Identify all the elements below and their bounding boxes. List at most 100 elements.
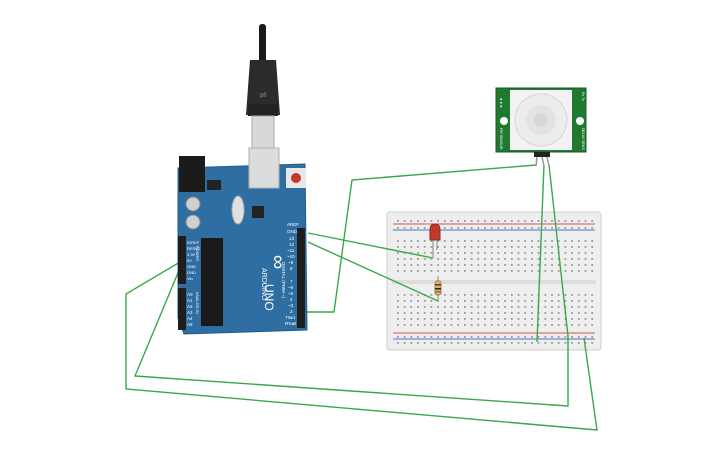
breadboard-hole[interactable] [551,220,553,222]
breadboard-hole[interactable] [477,270,480,272]
breadboard-hole[interactable] [430,270,433,272]
breadboard-hole[interactable] [464,336,466,338]
breadboard-hole[interactable] [497,300,500,302]
breadboard-hole[interactable] [551,240,553,242]
breadboard-hole[interactable] [510,336,513,338]
breadboard-hole[interactable] [564,270,567,272]
breadboard-hole[interactable] [450,240,453,242]
breadboard-hole[interactable] [557,324,560,326]
breadboard-hole[interactable] [457,258,460,260]
breadboard-hole[interactable] [470,318,473,320]
breadboard-hole[interactable] [577,300,580,302]
breadboard-hole[interactable] [557,264,560,266]
breadboard-hole[interactable] [504,306,506,308]
breadboard-hole[interactable] [450,294,453,296]
breadboard-hole[interactable] [430,264,433,266]
breadboard-hole[interactable] [410,240,413,242]
breadboard-hole[interactable] [531,246,533,248]
breadboard-hole[interactable] [464,270,466,272]
breadboard-hole[interactable] [437,336,439,338]
breadboard-hole[interactable] [443,324,446,326]
breadboard-hole[interactable] [591,306,594,308]
breadboard-hole[interactable] [517,342,520,344]
breadboard-hole[interactable] [410,270,413,272]
breadboard-hole[interactable] [524,300,527,302]
breadboard-hole[interactable] [497,318,500,320]
breadboard-hole[interactable] [470,240,473,242]
breadboard-hole[interactable] [510,246,513,248]
breadboard-hole[interactable] [397,336,399,338]
breadboard-hole[interactable] [564,252,567,254]
breadboard-hole[interactable] [430,294,433,296]
breadboard-hole[interactable] [504,270,506,272]
breadboard-hole[interactable] [517,220,520,222]
breadboard-hole[interactable] [584,300,587,302]
breadboard-hole[interactable] [551,336,553,338]
breadboard-hole[interactable] [403,246,406,248]
breadboard-hole[interactable] [484,336,486,338]
breadboard-hole[interactable] [457,306,460,308]
breadboard-hole[interactable] [437,270,439,272]
breadboard-hole[interactable] [591,312,594,314]
breadboard-hole[interactable] [571,220,573,222]
breadboard-hole[interactable] [551,270,553,272]
breadboard-hole[interactable] [497,324,500,326]
breadboard-hole[interactable] [464,246,466,248]
breadboard-hole[interactable] [443,312,446,314]
breadboard-hole[interactable] [497,258,500,260]
breadboard-hole[interactable] [477,264,480,266]
breadboard-hole[interactable] [397,306,399,308]
breadboard-hole[interactable] [571,294,573,296]
breadboard-hole[interactable] [397,342,399,344]
breadboard-hole[interactable] [470,258,473,260]
breadboard-hole[interactable] [430,220,433,222]
breadboard-hole[interactable] [524,240,527,242]
breadboard-hole[interactable] [443,227,446,229]
breadboard-hole[interactable] [531,227,533,229]
breadboard-hole[interactable] [470,252,473,254]
breadboard-hole[interactable] [510,220,513,222]
breadboard-hole[interactable] [450,227,453,229]
breadboard-hole[interactable] [551,300,553,302]
breadboard-hole[interactable] [457,312,460,314]
breadboard-hole[interactable] [423,258,426,260]
breadboard-hole[interactable] [397,294,399,296]
breadboard-hole[interactable] [470,306,473,308]
breadboard-hole[interactable] [571,306,573,308]
breadboard-hole[interactable] [544,324,547,326]
breadboard-hole[interactable] [430,318,433,320]
breadboard-hole[interactable] [430,258,433,260]
breadboard-hole[interactable] [470,220,473,222]
breadboard-hole[interactable] [484,324,486,326]
breadboard-hole[interactable] [484,240,486,242]
breadboard-hole[interactable] [417,252,419,254]
breadboard-hole[interactable] [423,270,426,272]
breadboard-hole[interactable] [457,300,460,302]
breadboard-hole[interactable] [510,318,513,320]
pir-sensitivity-pot[interactable] [576,117,584,125]
breadboard-hole[interactable] [464,258,466,260]
breadboard-hole[interactable] [443,246,446,248]
breadboard-hole[interactable] [490,306,493,308]
breadboard-hole[interactable] [417,294,419,296]
wire-pin2-to-pir-out[interactable] [306,164,537,313]
breadboard-hole[interactable] [564,258,567,260]
breadboard-hole[interactable] [403,318,406,320]
breadboard-hole[interactable] [531,270,533,272]
breadboard-hole[interactable] [417,306,419,308]
breadboard-hole[interactable] [557,240,560,242]
breadboard-hole[interactable] [417,312,419,314]
breadboard-hole[interactable] [417,220,419,222]
breadboard-hole[interactable] [457,227,460,229]
breadboard-hole[interactable] [490,342,493,344]
breadboard-hole[interactable] [484,312,486,314]
breadboard-hole[interactable] [571,264,573,266]
breadboard-hole[interactable] [437,264,439,266]
breadboard-hole[interactable] [564,264,567,266]
breadboard-hole[interactable] [484,318,486,320]
breadboard-hole[interactable] [397,252,399,254]
breadboard-hole[interactable] [423,246,426,248]
breadboard-hole[interactable] [577,342,580,344]
breadboard-hole[interactable] [464,227,466,229]
